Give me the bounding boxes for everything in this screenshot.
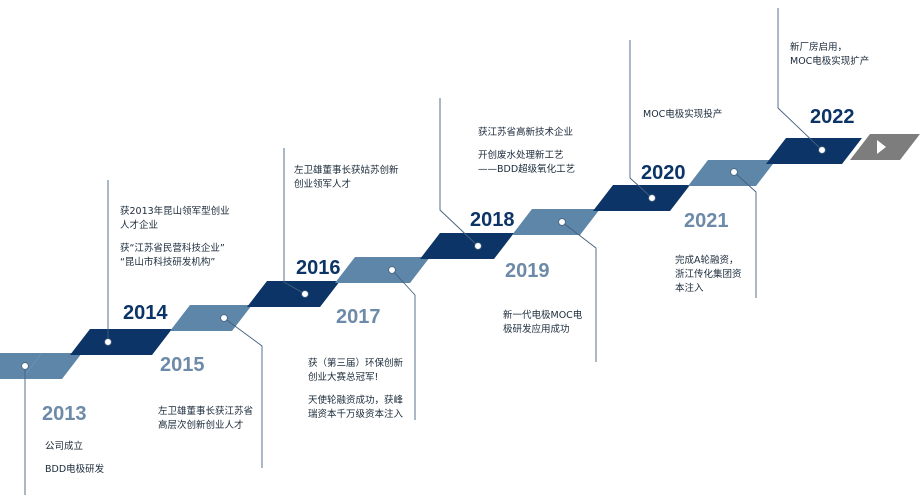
milestone-note-line: 浙江传化集团资 — [675, 269, 742, 280]
milestone-dot-2019 — [558, 218, 566, 226]
timeline-band-2017 — [335, 257, 430, 283]
milestone-note-line: 获（第三届）环保创新 — [308, 358, 404, 369]
milestone-note-line: ——BDD超级氧化工艺 — [478, 164, 576, 175]
milestone-note-line: 新厂房启用， — [790, 42, 848, 53]
leader-line-2017 — [391, 269, 416, 420]
milestone-dot-2013 — [21, 362, 29, 370]
milestone-dot-2022 — [818, 146, 826, 154]
leader-line-2022 — [777, 8, 823, 151]
milestone-note-line: 极研发应用成功 — [503, 324, 570, 335]
milestone-note-2016: 左卫雄董事长获姑苏创新创业领军人才 — [294, 164, 399, 192]
milestone-dot-2015 — [220, 314, 228, 322]
year-label-2016: 2016 — [296, 257, 341, 279]
timeline-band-2020 — [593, 185, 690, 211]
milestone-note-2015: 左卫雄董事长获江苏省高层次创新创业人才 — [158, 405, 253, 433]
milestone-note-line: 获江苏省高新技术企业 — [478, 127, 574, 138]
milestone-dot-2020 — [648, 194, 656, 202]
milestone-note-2021: 完成A轮融资， 浙江传化集团资本注入 — [675, 254, 742, 296]
timeline-band-2018 — [420, 233, 514, 259]
timeline-band-2019 — [512, 209, 600, 235]
milestone-note-line: MOC电极实现扩产 — [790, 56, 870, 67]
milestone-note-line: 创业领军人才 — [294, 179, 352, 190]
timeline-band-2022 — [766, 138, 862, 164]
milestone-note-2022: 新厂房启用， MOC电极实现扩产 — [790, 41, 869, 69]
play-arrow-icon — [877, 140, 886, 154]
year-label-2013: 2013 — [42, 403, 87, 425]
milestone-note-line: 左卫雄董事长获江苏省 — [158, 406, 254, 417]
milestone-note-line: 天使轮融资成功，获峰 — [308, 395, 404, 406]
milestone-note-line: 开创废水处理新工艺 — [478, 150, 564, 161]
milestone-note-2017: 获（第三届）环保创新创业大赛总冠军! 天使轮融资成功，获峰瑞资本千万级资本注入 — [308, 357, 403, 422]
milestone-note-2013: 公司成立 BDD电极研发 — [45, 440, 104, 477]
year-label-2018: 2018 — [470, 209, 515, 231]
milestone-note-line: BDD电极研发 — [45, 464, 105, 475]
milestone-note-line: 高层次创新创业人才 — [158, 420, 244, 431]
leader-line-2019 — [561, 221, 597, 362]
milestone-note-line: 左卫雄董事长获姑苏创新 — [294, 165, 399, 176]
timeline-band-2013 — [22, 353, 82, 379]
milestone-note-line: 本注入 — [675, 283, 704, 294]
milestone-note-2020: MOC电极实现投产 — [643, 108, 722, 122]
milestone-dot-2016 — [301, 290, 309, 298]
milestone-note-line: 获2013年昆山领军型创业 — [120, 206, 230, 217]
leader-line-2016 — [283, 148, 306, 295]
timeline-start-band — [0, 353, 42, 379]
year-label-2014: 2014 — [123, 302, 168, 324]
milestone-note-line: 创业大赛总冠军! — [308, 372, 379, 383]
year-label-2017: 2017 — [336, 306, 381, 328]
milestone-dot-2017 — [388, 266, 396, 274]
milestone-note-line: 获“江苏省民营科技企业” — [120, 243, 225, 254]
milestone-note-line: 完成A轮融资， — [675, 255, 739, 266]
milestone-note-2014: 获2013年昆山领军型创业人才企业获“江苏省民营科技企业” “昆山市科技研发机构” — [120, 205, 230, 270]
milestone-dot-2014 — [104, 338, 112, 346]
milestone-note-line: 新一代电极MOC电 — [503, 310, 583, 321]
year-label-2022: 2022 — [810, 106, 855, 128]
year-label-2015: 2015 — [160, 354, 205, 376]
milestone-dot-2021 — [730, 168, 738, 176]
milestone-dot-2018 — [474, 242, 482, 250]
leader-line-2018 — [439, 98, 479, 247]
year-label-2020: 2020 — [641, 162, 686, 184]
milestone-note-line: “昆山市科技研发机构” — [120, 257, 216, 268]
leader-line-2015 — [223, 317, 263, 468]
leader-line-2021 — [733, 171, 757, 298]
milestone-note-2019: 新一代电极MOC电极研发应用成功 — [503, 309, 582, 337]
timeline-band-2014 — [70, 329, 172, 355]
leader-line-2020 — [629, 40, 653, 199]
timeline-band-2016 — [247, 281, 340, 307]
milestone-note-line: 公司成立 — [45, 441, 84, 452]
milestone-note-line: 瑞资本千万级资本注入 — [308, 409, 404, 420]
milestone-note-2018: 获江苏省高新技术企业开创废水处理新工艺 ——BDD超级氧化工艺 — [478, 126, 575, 177]
year-label-2019: 2019 — [505, 260, 550, 282]
milestone-note-line: 人才企业 — [120, 220, 159, 231]
timeline-band-2015 — [170, 305, 252, 331]
year-label-2021: 2021 — [684, 210, 729, 232]
milestone-note-line: MOC电极实现投产 — [643, 109, 723, 120]
